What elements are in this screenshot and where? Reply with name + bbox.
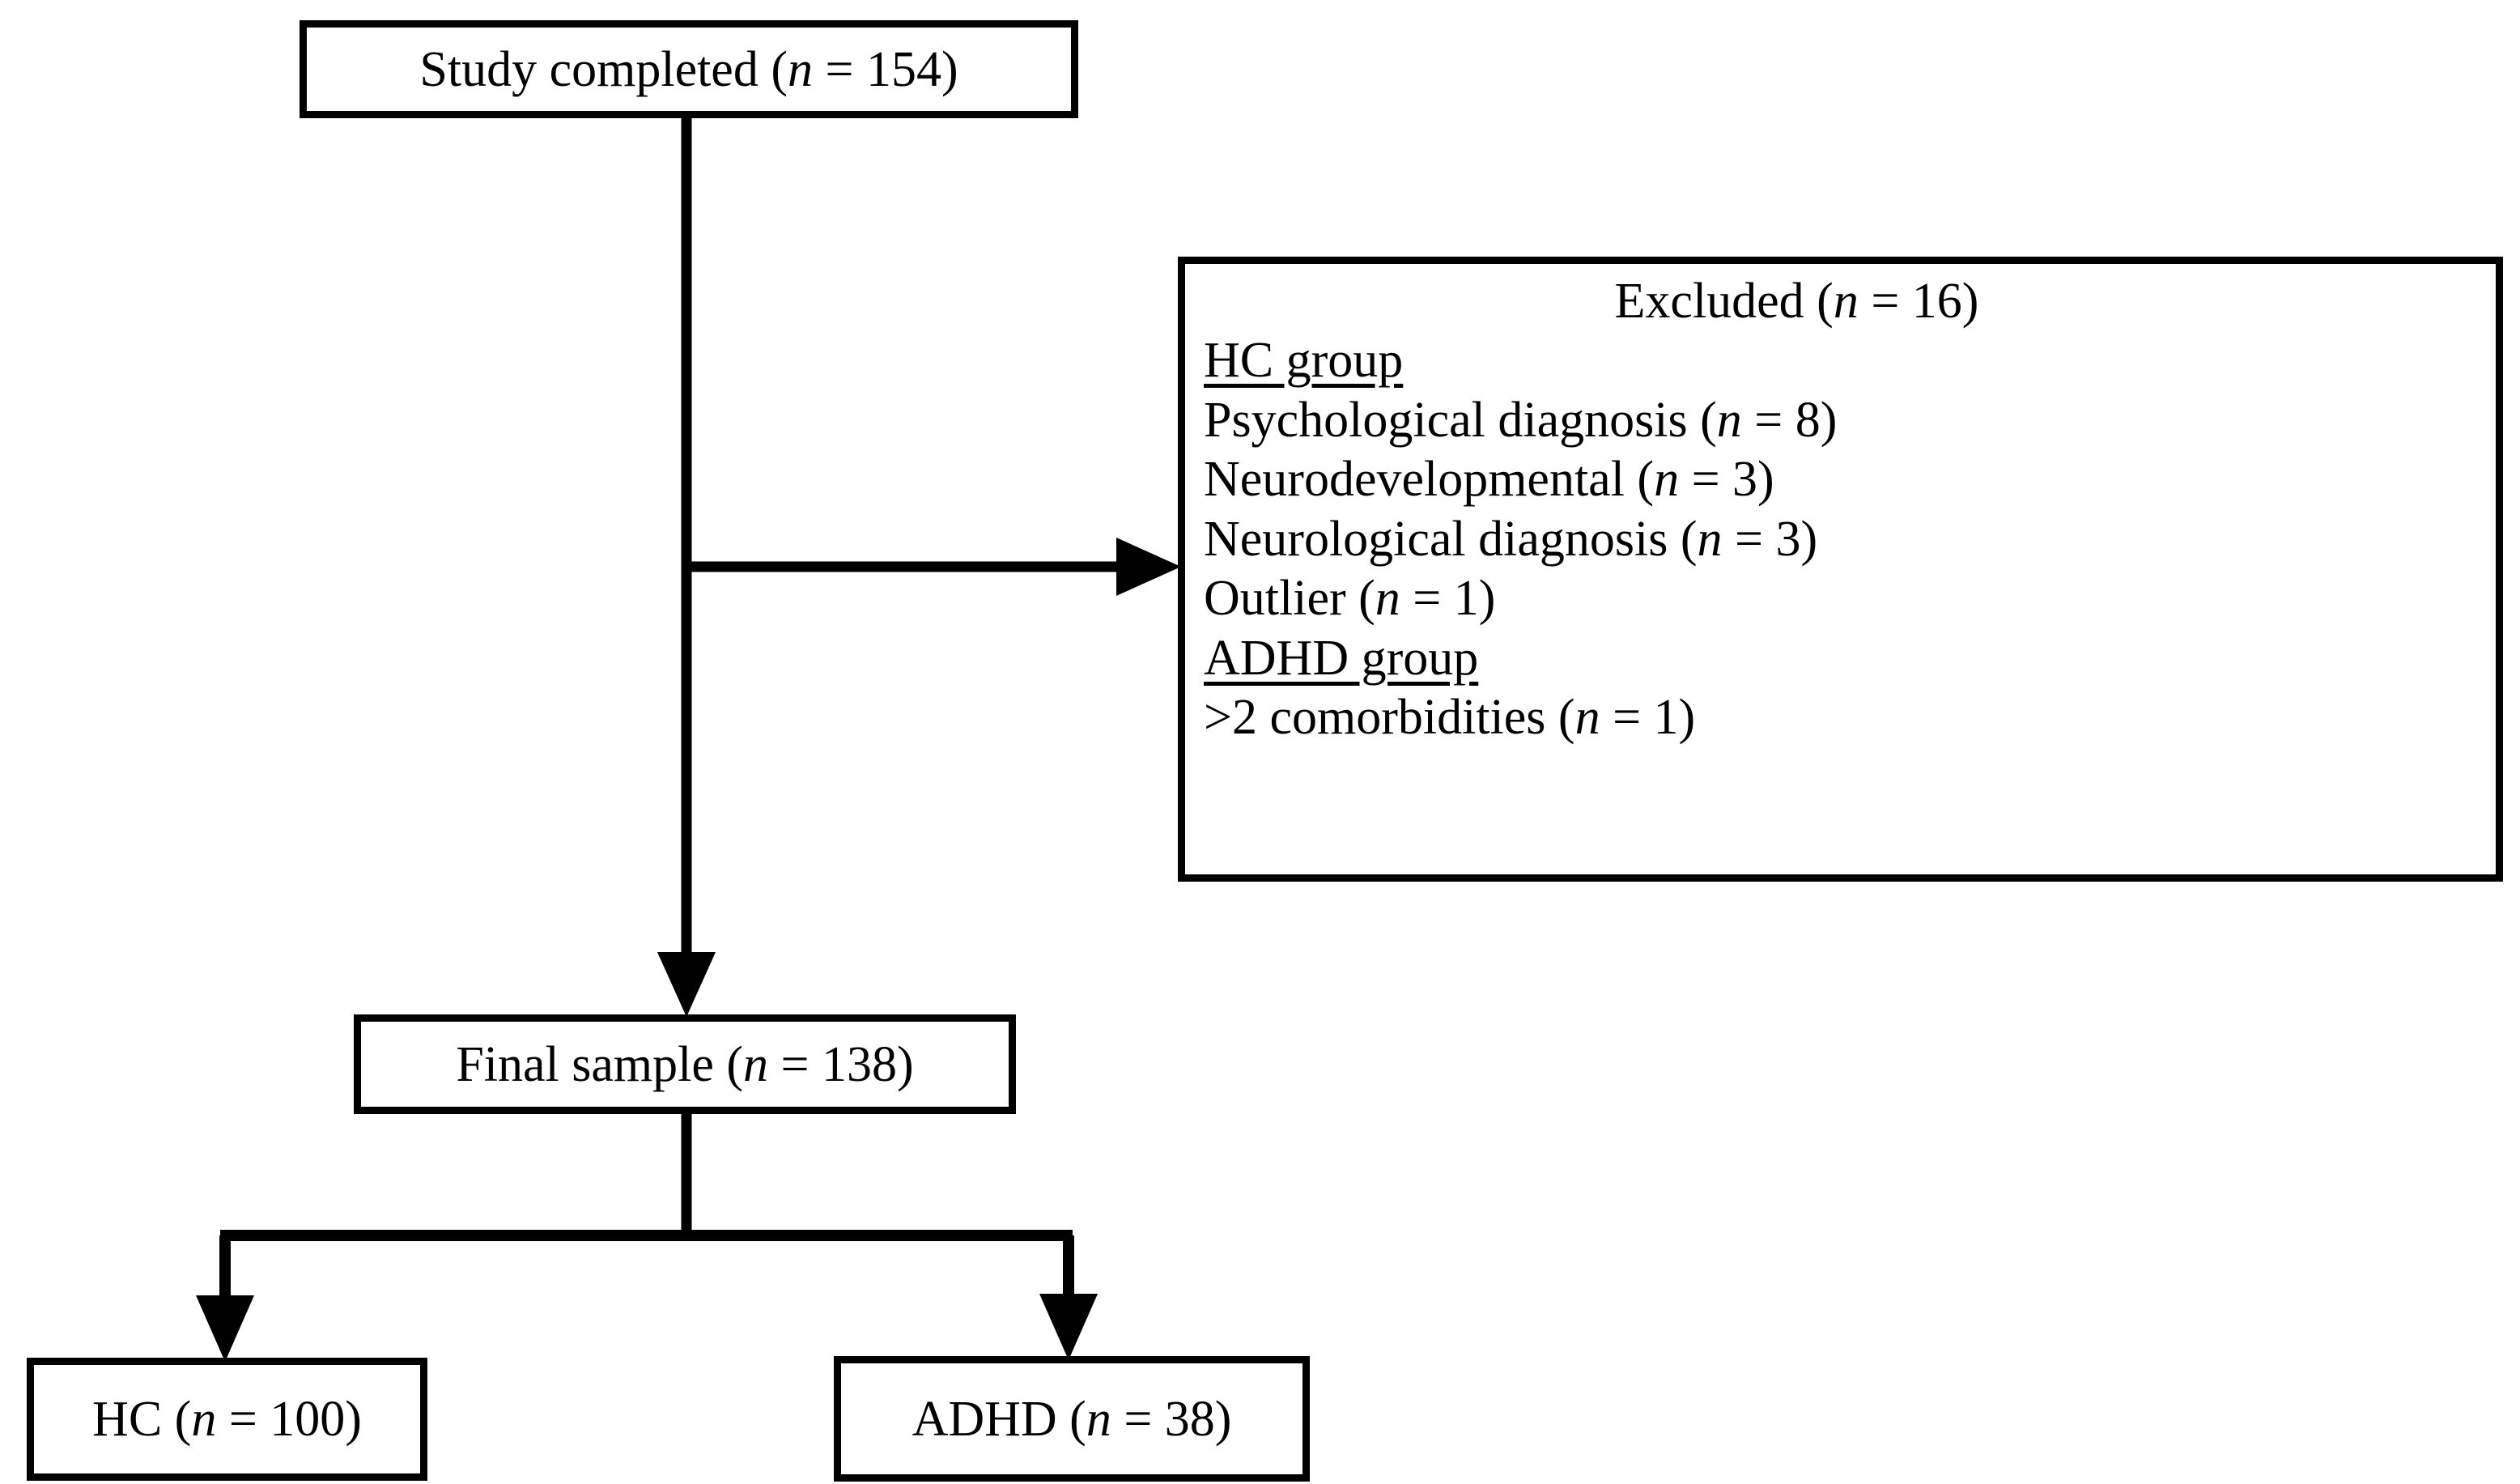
node-adhd: ADHD (n = 38) — [834, 1356, 1310, 1482]
adhd-count: 38 — [1164, 1391, 1215, 1447]
final-sample-text: Final sample (n = 138) — [456, 1036, 914, 1092]
excluded-group-heading-hc: HC group — [1204, 333, 1404, 389]
excluded-reason-neurological: Neurological diagnosis (n = 3) — [1204, 511, 1818, 567]
excluded-reason-neurological-count: 3 — [1775, 511, 1801, 567]
excluded-group-heading-adhd: ADHD group — [1204, 630, 1479, 686]
excluded-reason-outlier: Outlier (n = 1) — [1204, 571, 1496, 627]
arrowhead-adhd — [1039, 1294, 1098, 1360]
study-completed-count: 154 — [865, 41, 941, 97]
final-sample-count: 138 — [822, 1036, 898, 1092]
excluded-reason-neurodevelopmental: Neurodevelopmental (n = 3) — [1204, 452, 1774, 508]
node-excluded: Excluded (n = 16) HC group Psychological… — [1178, 257, 2503, 882]
excluded-reason-comorbidities-count: 1 — [1653, 689, 1679, 745]
node-hc-label: HC (n = 100) — [34, 1365, 420, 1473]
excluded-title: Excluded (n = 16) — [1614, 274, 1979, 329]
excluded-reason-comorbidities: >2 comorbidities (n = 1) — [1204, 689, 1696, 745]
excluded-reason-neurodevelopmental-count: 3 — [1732, 452, 1758, 508]
arrowhead-excluded — [1116, 538, 1181, 596]
node-study-completed: Study completed (n = 154) — [300, 20, 1078, 118]
hc-text: HC (n = 100) — [92, 1392, 362, 1447]
node-hc: HC (n = 100) — [27, 1358, 427, 1481]
study-completed-text: Study completed (n = 154) — [419, 41, 958, 97]
excluded-content: Excluded (n = 16) HC group Psychological… — [1196, 272, 2484, 866]
node-final-sample-label: Final sample (n = 138) — [361, 1022, 1009, 1107]
hc-count: 100 — [270, 1392, 346, 1447]
excluded-reason-psychological: Psychological diagnosis (n = 8) — [1204, 392, 1838, 448]
node-study-completed-label: Study completed (n = 154) — [307, 28, 1071, 111]
node-final-sample: Final sample (n = 138) — [354, 1014, 1016, 1114]
excluded-count: 16 — [1911, 274, 1962, 329]
arrowhead-final-sample — [657, 952, 716, 1017]
excluded-reason-outlier-count: 1 — [1453, 571, 1479, 627]
adhd-text: ADHD (n = 38) — [912, 1391, 1232, 1447]
excluded-reason-psychological-count: 8 — [1795, 392, 1821, 448]
node-adhd-label: ADHD (n = 38) — [841, 1363, 1302, 1474]
arrowhead-hc — [196, 1295, 254, 1362]
